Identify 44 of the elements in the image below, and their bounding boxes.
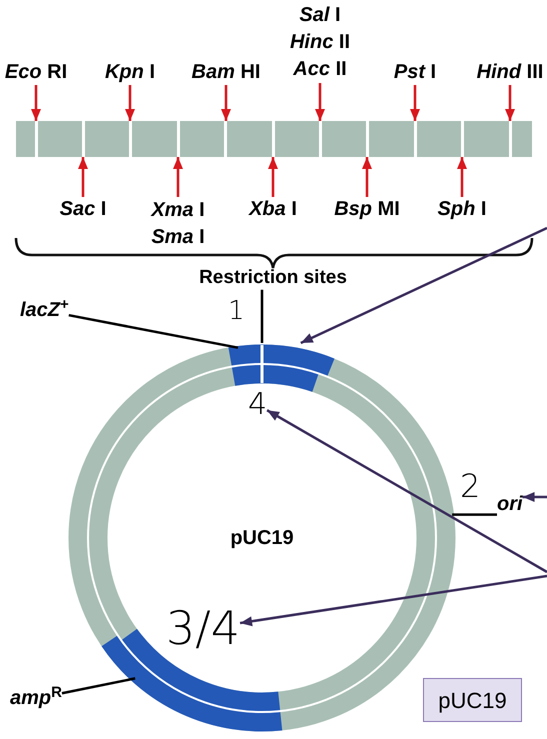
enzyme-label: Bam HI	[192, 60, 260, 85]
arrow	[505, 85, 515, 121]
enzyme-label: Kpn I	[105, 60, 155, 85]
plasmid-name: pUC19	[230, 526, 294, 551]
arrow	[268, 157, 278, 197]
arrow	[240, 574, 547, 626]
enzyme-label: Pst I	[394, 60, 436, 85]
enzyme-label: Bsp MI	[334, 197, 400, 222]
arrow	[315, 83, 325, 121]
handwritten-number: 3/4	[166, 600, 240, 658]
enzyme-label: Sal I	[299, 3, 341, 28]
enzyme-label: Xma I	[151, 198, 205, 223]
gene-label: ori	[497, 492, 523, 517]
arrow	[266, 409, 547, 574]
arrow	[300, 226, 547, 344]
handwritten-number: 4	[248, 386, 268, 424]
enzyme-label: Acc II	[293, 57, 347, 82]
leader-line	[62, 677, 136, 694]
gene-label: amp$^{R}$	[10, 686, 62, 711]
leader-line	[452, 513, 497, 516]
section-label: Restriction sites	[199, 266, 347, 290]
leader-line	[260, 290, 264, 343]
leader-line	[68, 314, 238, 349]
enzyme-label: Hinc II	[290, 30, 350, 55]
handwritten-number: 1	[228, 298, 245, 324]
enzyme-label: Sph I	[438, 197, 486, 222]
arrow	[221, 85, 231, 121]
arrow	[457, 157, 467, 197]
enzyme-label: Xba I	[249, 197, 297, 222]
arrow	[410, 85, 420, 121]
arrow	[125, 85, 135, 121]
enzyme-label: Sma I	[151, 225, 205, 250]
arrow	[522, 492, 547, 502]
handwritten-number: 2	[460, 470, 480, 502]
enzyme-label: Hind III	[476, 60, 544, 85]
gene-label: lacZ$^{+}$	[20, 298, 69, 323]
arrow	[31, 85, 41, 121]
arrow	[362, 157, 372, 197]
arrow	[173, 157, 183, 197]
name-box: pUC19	[423, 678, 522, 722]
arrow	[78, 157, 88, 197]
mcs-bar	[16, 121, 532, 157]
enzyme-label: Sac I	[60, 197, 106, 222]
enzyme-label: Eco RI	[4, 60, 68, 85]
